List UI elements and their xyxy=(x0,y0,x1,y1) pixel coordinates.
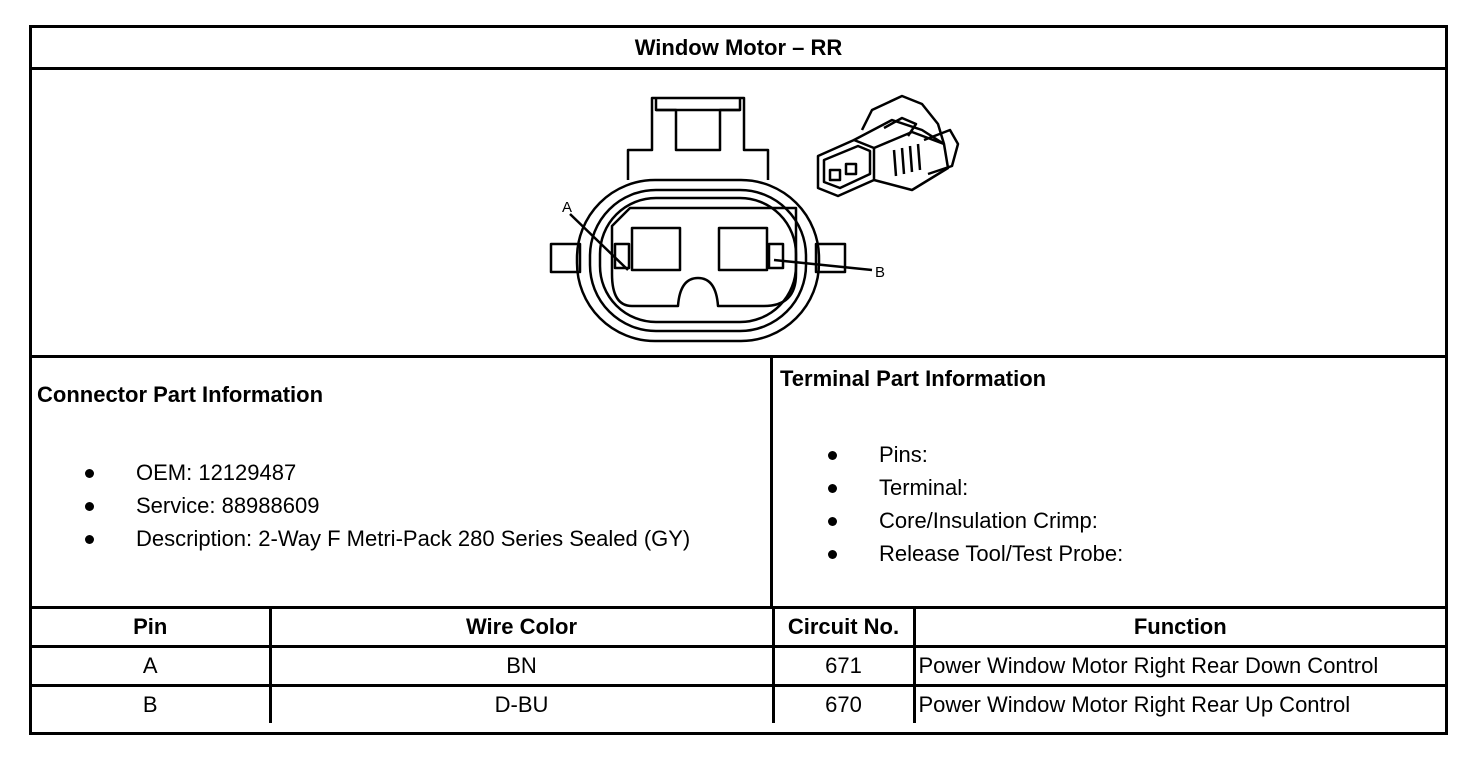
table-row: A BN 671 Power Window Motor Right Rear D… xyxy=(32,645,1445,687)
connector-figure: A B xyxy=(32,70,1445,358)
column-header-wire-color: Wire Color xyxy=(268,609,775,648)
wire-color-cell: BN xyxy=(268,645,775,687)
table-header-row: Pin Wire Color Circuit No. Function xyxy=(32,609,1445,648)
bullet-icon xyxy=(828,550,837,559)
list-item: Service: 88988609 xyxy=(85,489,690,522)
terminal-info-list: Pins: Terminal: Core/Insulation Crimp: R… xyxy=(828,438,1123,570)
column-header-pin: Pin xyxy=(32,609,272,648)
connector-latch xyxy=(626,96,770,180)
pin-b-leader xyxy=(773,258,873,272)
list-item: Description: 2-Way F Metri-Pack 280 Seri… xyxy=(85,522,690,555)
connector-ear-left xyxy=(549,242,582,274)
part-info-row: Connector Part Information OEM: 12129487… xyxy=(32,358,1445,609)
bullet-icon xyxy=(828,451,837,460)
bullet-icon xyxy=(85,502,94,511)
bullet-icon xyxy=(85,535,94,544)
pin-cell: A xyxy=(32,645,272,687)
list-item: Core/Insulation Crimp: xyxy=(828,504,1123,537)
connector-info-heading: Connector Part Information xyxy=(37,382,324,407)
pin-a-leader xyxy=(569,213,629,271)
terminal-info-heading: Terminal Part Information xyxy=(780,366,1047,391)
bullet-icon xyxy=(828,517,837,526)
connector-iso-view xyxy=(816,94,960,198)
connector-cavity xyxy=(610,206,798,308)
pin-a-label: A xyxy=(562,199,572,216)
column-header-function: Function xyxy=(912,609,1445,648)
connector-diagram: A B xyxy=(549,94,960,343)
connector-ear-right xyxy=(814,242,847,274)
list-item: Release Tool/Test Probe: xyxy=(828,537,1123,570)
connector-shell xyxy=(575,178,821,343)
wire-color-cell: D-BU xyxy=(268,684,775,723)
terminal-cavity-b xyxy=(717,226,769,272)
connector-sheet: Window Motor – RR xyxy=(29,25,1448,735)
list-item: Pins: xyxy=(828,438,1123,471)
circuit-cell: 670 xyxy=(771,684,916,723)
column-header-circuit: Circuit No. xyxy=(771,609,916,648)
pin-cell: B xyxy=(32,684,272,723)
table-row: B D-BU 670 Power Window Motor Right Rear… xyxy=(32,684,1445,723)
pin-b-label: B xyxy=(875,264,885,281)
terminal-cavity-a xyxy=(630,226,682,272)
connector-info-list: OEM: 12129487 Service: 88988609 Descript… xyxy=(85,456,690,555)
list-item: Terminal: xyxy=(828,471,1123,504)
terminal-part-info: Terminal Part Information Pins: Terminal… xyxy=(773,358,1445,606)
function-cell: Power Window Motor Right Rear Up Control xyxy=(912,684,1445,723)
function-cell: Power Window Motor Right Rear Down Contr… xyxy=(912,645,1445,687)
bullet-icon xyxy=(828,484,837,493)
sheet-title: Window Motor – RR xyxy=(32,28,1445,70)
connector-part-info: Connector Part Information OEM: 12129487… xyxy=(32,358,773,606)
list-item: OEM: 12129487 xyxy=(85,456,690,489)
pin-table: Pin Wire Color Circuit No. Function A BN… xyxy=(32,609,1445,723)
bullet-icon xyxy=(85,469,94,478)
circuit-cell: 671 xyxy=(771,645,916,687)
